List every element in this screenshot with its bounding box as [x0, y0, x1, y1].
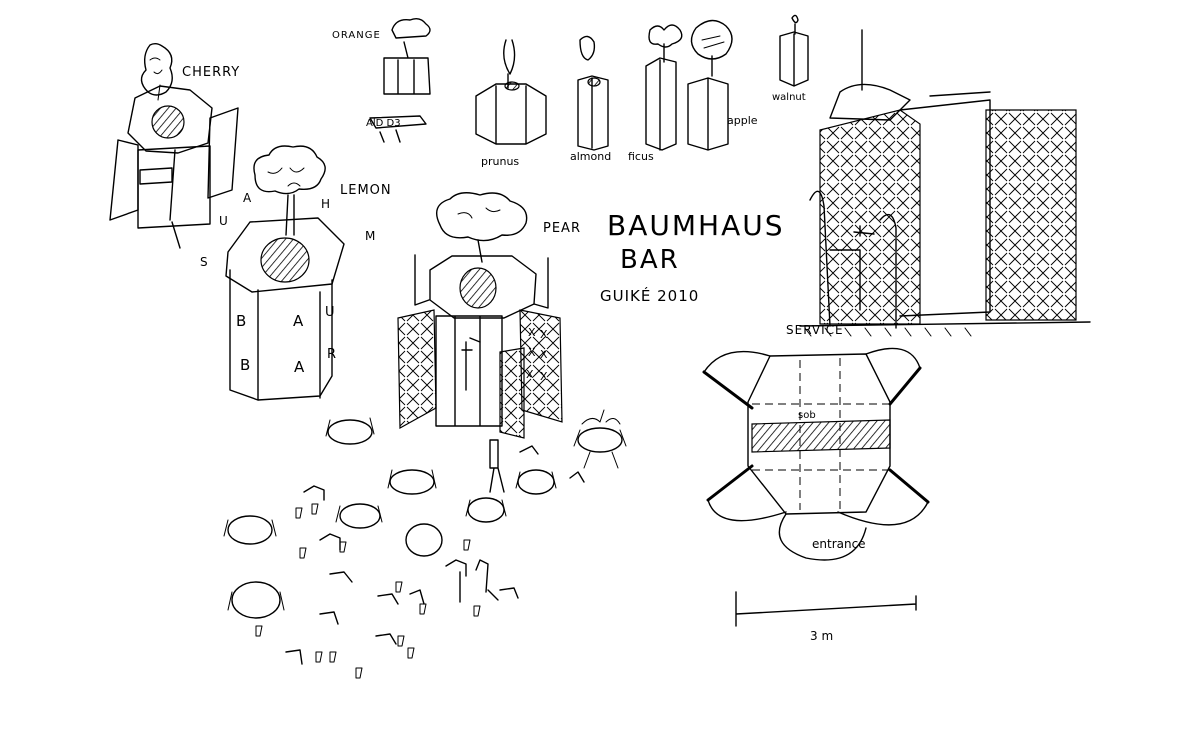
label-pear: PEAR	[543, 221, 581, 236]
title-line-1: BAUMHAUS	[607, 209, 785, 242]
elevation-left-block	[819, 109, 921, 325]
pear-foliage	[436, 192, 528, 242]
elevation-figure-left	[809, 190, 861, 327]
plan-entrance-label: entrance	[812, 537, 866, 551]
orange-kiosk	[383, 41, 431, 95]
apple-foliage	[690, 19, 733, 77]
label-lemon: LEMON	[340, 183, 392, 198]
table	[339, 503, 381, 529]
orange-foliage	[391, 17, 431, 39]
table	[327, 419, 373, 445]
tree-studies: ORANGE AlD D3 prunus almond ficus apple …	[332, 14, 809, 168]
lemon-marker-u: U	[219, 214, 228, 228]
table	[467, 497, 505, 523]
lemon-marker-a: A	[243, 191, 252, 205]
plan-counter	[751, 419, 891, 453]
lemon-marker-s: S	[200, 255, 208, 269]
bar-plan: sob entrance 3 m	[702, 347, 930, 643]
cherry-kiosk-top	[127, 85, 213, 154]
pear-kiosk-body	[435, 315, 503, 427]
title-line-2: BAR	[620, 245, 680, 275]
bar-elevation: SERVICE	[786, 29, 1091, 337]
seated-figure	[459, 559, 499, 603]
label-prunus: prunus	[481, 155, 519, 168]
seating-area	[223, 409, 627, 679]
pear-tree-hole	[459, 267, 497, 309]
table	[577, 427, 623, 453]
elevation-right-block	[985, 109, 1077, 321]
label-orange: ORANGE	[332, 30, 381, 41]
label-service: SERVICE	[786, 323, 844, 337]
table	[227, 515, 273, 545]
pear-mark-6: X	[540, 370, 548, 383]
plan-scale-label: 3 m	[810, 629, 833, 643]
table	[405, 523, 443, 557]
label-walnut: walnut	[772, 92, 806, 103]
orange-sub-label: AlD D3	[366, 118, 401, 129]
sketch-title: BAUMHAUS BAR GUIKÉ 2010	[600, 209, 785, 305]
kiosk-letter-a2: A	[294, 358, 305, 376]
kiosk-letter-b2: B	[240, 356, 250, 374]
lemon-foliage	[253, 145, 326, 195]
title-author: GUIKÉ 2010	[600, 286, 699, 305]
kiosk-letter-a1: A	[293, 312, 304, 330]
pear-mark-4: X	[540, 348, 548, 361]
kiosk-side-letter-u: U	[325, 305, 335, 320]
cherry-kiosk-body	[137, 145, 211, 229]
plan-octagon	[747, 353, 891, 515]
pear-left-panel	[397, 309, 437, 430]
table	[389, 469, 435, 495]
pear-kiosk: PEAR X X X X X X	[397, 192, 581, 439]
pear-mark-2: X	[540, 328, 548, 341]
label-cherry: CHERRY	[182, 65, 240, 80]
table	[517, 469, 555, 495]
kiosk-letter-b1: B	[236, 312, 246, 330]
label-apple: apple	[727, 114, 758, 127]
almond-kiosk	[577, 75, 609, 151]
lemon-kiosk-body	[229, 269, 333, 401]
apple-kiosk	[687, 77, 729, 151]
lemon-marker-h: H	[321, 197, 330, 211]
ficus-kiosk	[645, 57, 677, 151]
cherry-foliage	[140, 43, 173, 96]
lemon-kiosk: LEMON A U S M H B A B A U R	[200, 145, 392, 401]
lemon-marker-m: M	[365, 229, 375, 243]
prunus-kiosk	[475, 83, 547, 145]
standing-figure	[489, 439, 505, 493]
elevation-figure-right	[853, 213, 897, 329]
pear-front-right-panel	[499, 347, 525, 439]
plan-inner-label: sob	[798, 410, 816, 421]
plan-scale-bar	[735, 591, 917, 627]
walnut-kiosk	[779, 31, 809, 87]
label-almond: almond	[570, 150, 611, 163]
pear-right-panel	[519, 309, 563, 423]
lemon-tree-hole	[260, 237, 310, 283]
cherry-kiosk: CHERRY	[109, 43, 240, 249]
pear-mark-5: X	[526, 368, 534, 381]
label-ficus: ficus	[628, 150, 654, 163]
pear-mark-3: X	[528, 346, 536, 359]
cherry-tree-hole	[151, 105, 185, 139]
pear-mark-1: X	[528, 326, 536, 339]
table	[231, 581, 281, 619]
kiosk-side-letter-r: R	[327, 347, 336, 362]
